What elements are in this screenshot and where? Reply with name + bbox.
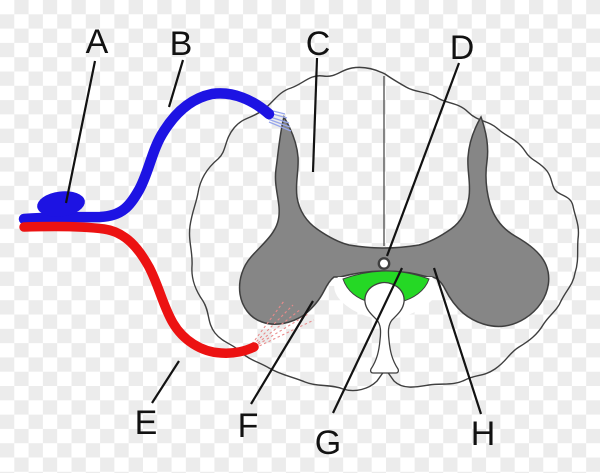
label-d: D <box>450 29 475 67</box>
label-a: A <box>86 23 109 61</box>
label-line-e <box>151 360 180 404</box>
label-letters: A B C D E F G H <box>86 23 496 462</box>
label-c: C <box>306 25 331 63</box>
label-g: G <box>315 424 341 462</box>
label-line-c <box>311 57 319 173</box>
label-h: H <box>471 415 496 453</box>
label-f: F <box>238 407 259 445</box>
gray-matter <box>238 115 550 328</box>
central-canal <box>377 257 391 270</box>
label-line-g <box>332 267 403 414</box>
motor-neuron-red <box>19 221 259 358</box>
label-line-a <box>64 60 97 204</box>
label-line-d <box>385 62 461 257</box>
spinal-cord-outline <box>188 66 580 392</box>
sensory-neuron-blue <box>18 88 275 225</box>
ventral-rootlet-striations <box>251 300 315 349</box>
label-pointer-lines <box>64 57 483 415</box>
label-e: E <box>135 404 158 442</box>
label-line-b <box>167 59 185 108</box>
anterior-median-fissure <box>364 281 405 374</box>
label-b: B <box>170 25 193 63</box>
dorsal-root-ganglion <box>37 191 85 217</box>
label-line-f <box>250 300 314 405</box>
label-line-h <box>432 267 483 415</box>
